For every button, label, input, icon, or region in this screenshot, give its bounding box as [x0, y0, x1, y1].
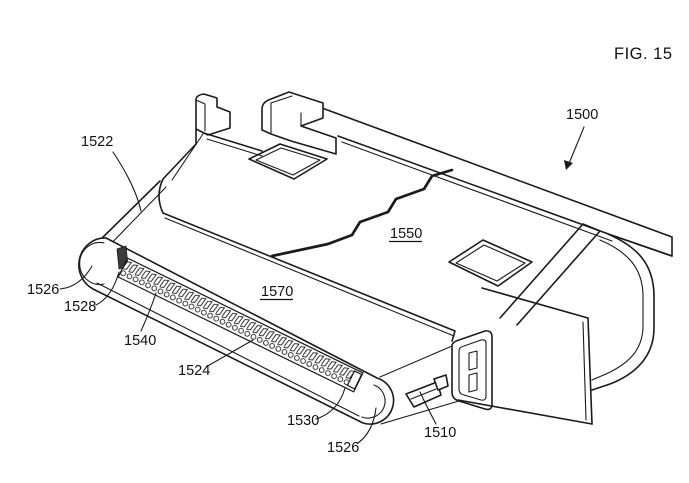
latch-hook	[405, 374, 449, 408]
leader-1524	[205, 339, 254, 368]
leader-1500-arrowhead	[564, 160, 573, 170]
ref-label-1526-left: 1526	[27, 282, 59, 298]
ref-label-1530: 1530	[287, 413, 319, 429]
cover-seam	[270, 168, 454, 258]
front-bezel	[451, 330, 493, 411]
ref-label-1570: 1570	[261, 284, 293, 300]
strip-end-bracket	[346, 370, 363, 390]
housing-right-end	[379, 223, 655, 425]
leader-1540	[140, 292, 157, 332]
housing-cover	[158, 91, 533, 342]
ref-label-1540: 1540	[124, 333, 156, 349]
tongue-blade	[78, 237, 395, 425]
ref-label-1528: 1528	[64, 299, 96, 315]
ref-label-1510: 1510	[424, 425, 456, 441]
cover-window-right	[448, 239, 533, 287]
ref-label-1524: 1524	[178, 363, 210, 379]
contact-strip	[117, 257, 364, 393]
leader-1522	[112, 151, 142, 212]
ref-label-1550: 1550	[390, 226, 422, 242]
leader-1526-bottom	[357, 407, 377, 444]
leader-1500	[567, 126, 585, 167]
ground-ring-right	[361, 384, 386, 419]
cover-front-tab	[261, 91, 337, 155]
mounting-plate	[321, 107, 673, 257]
cover-window-left	[248, 143, 328, 180]
leader-1528	[95, 271, 120, 306]
ref-label-1500: 1500	[566, 107, 598, 123]
reference-numerals: FIG. 15 1500 1522 1526 1528 1540 1524 15…	[27, 45, 673, 456]
leader-1510	[419, 391, 437, 425]
leader-1530	[315, 387, 346, 420]
ref-label-1526-bottom: 1526	[327, 440, 359, 456]
cover-back-tab	[195, 93, 231, 136]
ground-ring-left	[79, 241, 105, 286]
leader-lines	[59, 126, 585, 444]
figure-caption: FIG. 15	[614, 45, 673, 63]
ref-label-1522: 1522	[81, 134, 113, 150]
leader-1526-left	[59, 265, 93, 290]
